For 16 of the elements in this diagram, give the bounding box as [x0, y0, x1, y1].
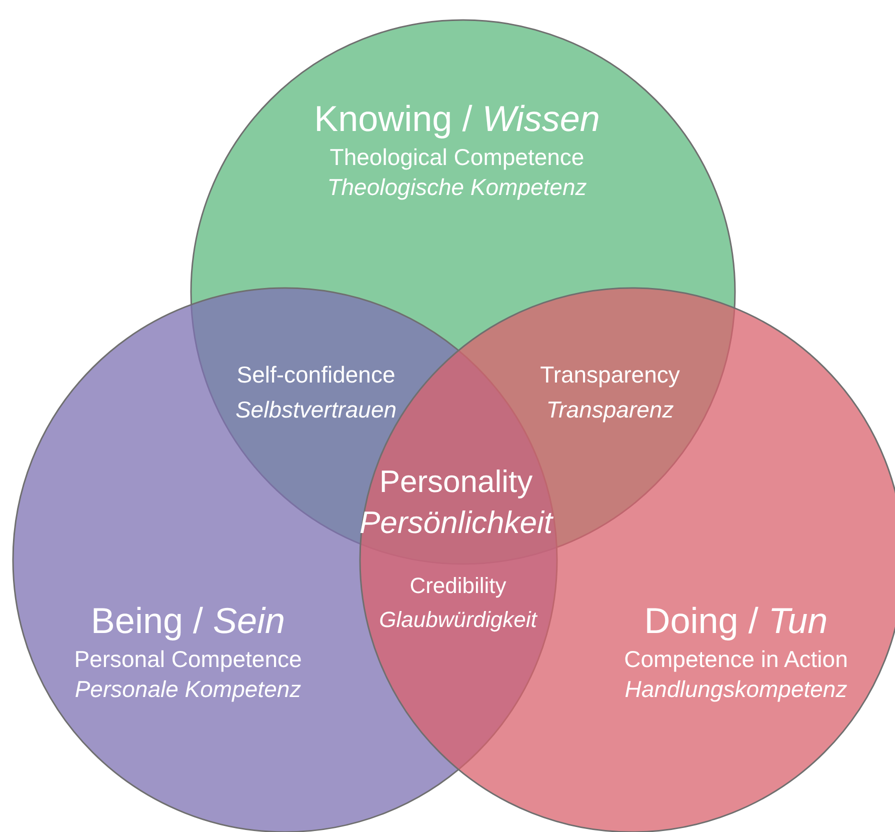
circle-title: Doing / Tun	[644, 599, 828, 643]
circle-subtitle: Personale Kompetenz	[74, 674, 302, 704]
overlap-label: Selbstvertrauen	[235, 396, 397, 424]
circle-subtitle: Theologische Kompetenz	[327, 172, 587, 202]
circle-subtitle: Handlungskompetenz	[624, 674, 848, 704]
circle-title: Being / Sein	[90, 599, 286, 643]
overlap-label: Credibility	[410, 573, 506, 599]
overlap-label: Personality	[379, 464, 533, 500]
overlap-label: Glaubwürdigkeit	[379, 607, 537, 633]
overlap-label: Transparency	[540, 362, 680, 388]
circle-subtitle: Theological Competence	[330, 142, 584, 172]
overlap-label: Self-confidence	[236, 362, 396, 388]
overlap-label: Transparenz	[546, 396, 674, 424]
circle-subtitle: Competence in Action	[624, 644, 848, 674]
circle-title: Knowing / Wissen	[314, 97, 600, 141]
circle-subtitle: Personal Competence	[74, 644, 302, 674]
